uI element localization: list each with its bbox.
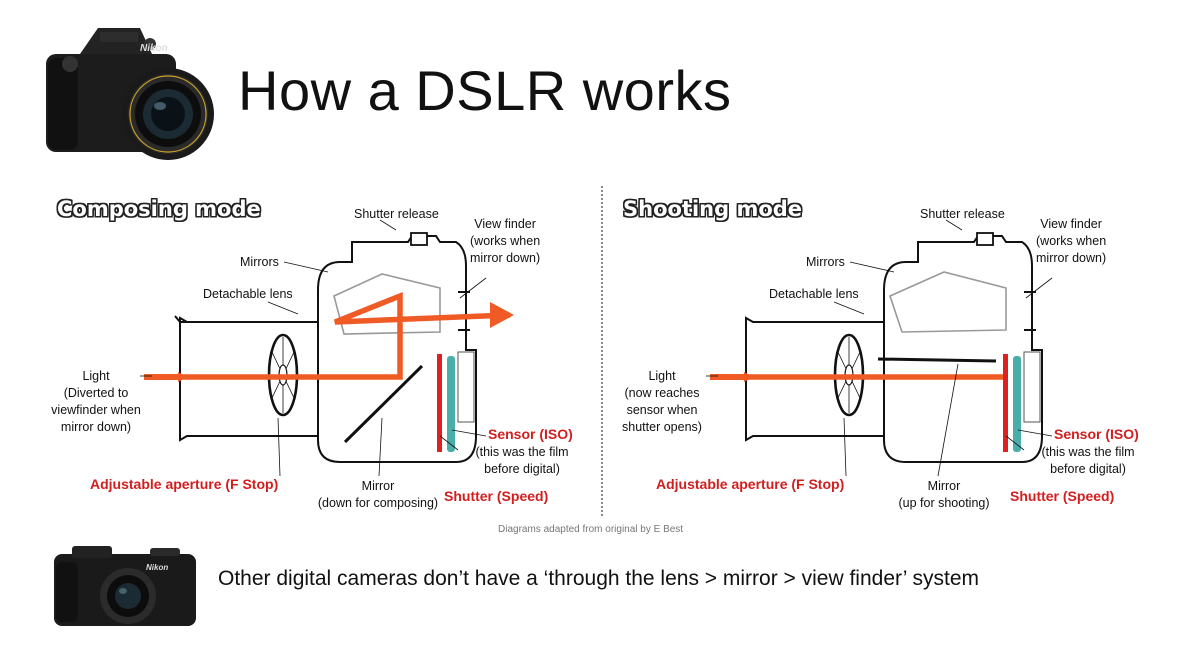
shutter-release-button [411,233,427,245]
detachable-lens-label: Detachable lens [203,286,293,303]
mirrors-label: Mirrors [240,254,279,271]
shutter-release-label: Shutter release [920,206,1005,223]
aperture-label: Adjustable aperture (F Stop) [90,476,278,493]
shutter-label: Shutter (Speed) [1010,488,1114,505]
mirror-up [878,359,996,361]
aperture-label: Adjustable aperture (F Stop) [656,476,844,493]
mirror-label: Mirror (up for shooting) [860,478,1028,512]
slide-title: How a DSLR works [238,58,731,123]
brand-logo: Nikon [146,563,168,572]
shutter-release-label: Shutter release [354,206,439,223]
shutter-label: Shutter (Speed) [444,488,548,505]
light-label: Light (now reaches sensor when shutter o… [612,368,712,436]
diagram-credit: Diagrams adapted from original by E Best [498,524,683,535]
view-finder-label: View finder (works when mirror down) [1036,216,1106,267]
sensor-bar [447,356,455,452]
sensor-label: Sensor (ISO) [488,426,573,443]
shutter-release-button [977,233,993,245]
bottom-caption: Other digital cameras don’t have a ‘thro… [218,567,979,591]
detachable-lens-label: Detachable lens [769,286,859,303]
prism [890,272,1006,332]
mirrors-label: Mirrors [806,254,845,271]
dslr-camera-photo: Nikon [40,18,220,160]
shooting-diagram: Shutter release View finder (works when … [606,200,1146,520]
sensor-label: Sensor (ISO) [1054,426,1139,443]
sensor-note: (this was the film before digital) [466,444,578,478]
sensor-bar [1013,356,1021,452]
sensor-note: (this was the film before digital) [1032,444,1144,478]
mode-divider [601,186,603,516]
composing-diagram: Shutter release View finder (works when … [40,200,580,520]
compact-camera-photo: Nikon [50,538,200,630]
brand-logo: Nikon [140,43,168,54]
light-label: Light (Diverted to viewfinder when mirro… [46,368,146,436]
view-finder-label: View finder (works when mirror down) [470,216,540,267]
mirror-label: Mirror (down for composing) [294,478,462,512]
